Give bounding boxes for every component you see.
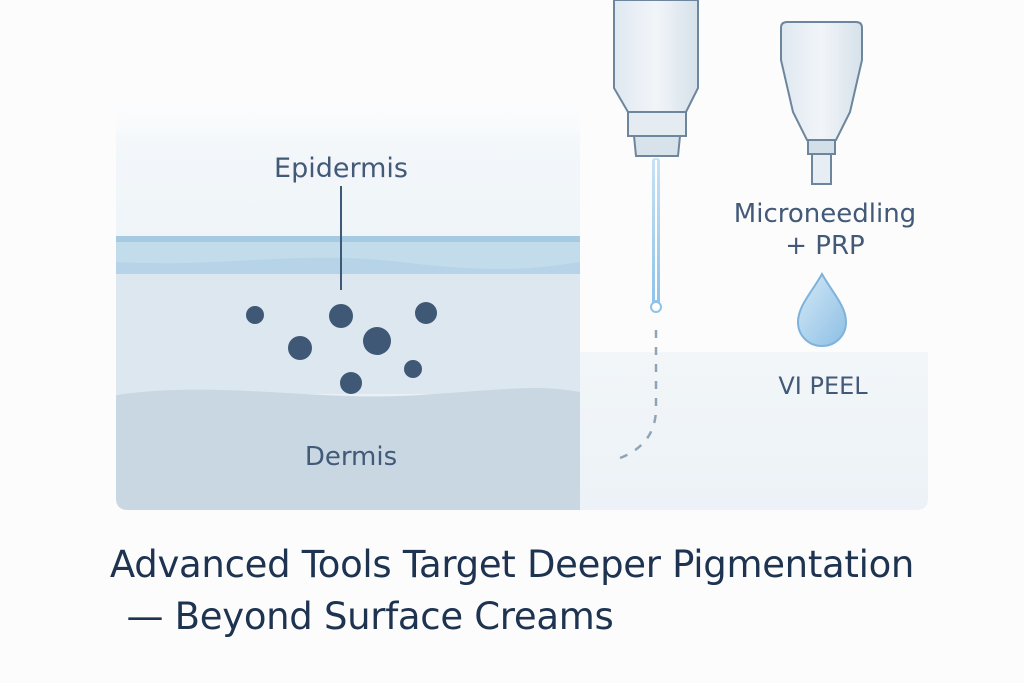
caption-line-1: Advanced Tools Target Deeper Pigmentatio…: [109, 543, 915, 586]
pigment-dot: [288, 336, 312, 360]
microneedling-device-icon: [780, 21, 863, 185]
microneedling-label: Microneedling: [734, 199, 916, 229]
laser-tip-glow: [650, 301, 662, 313]
epidermis-wave: [116, 257, 580, 276]
pigment-dot: [415, 302, 437, 324]
pigment-dot: [329, 304, 353, 328]
serum-droplet-icon: [796, 271, 848, 348]
peel-panel: [580, 352, 928, 510]
prp-label: + PRP: [785, 231, 864, 261]
pigment-dot: [340, 372, 362, 394]
peel-label: VI PEEL: [778, 372, 868, 400]
laser-device-icon: [613, 0, 699, 460]
dermis-label: Dermis: [305, 442, 397, 472]
epidermis-label: Epidermis: [274, 153, 408, 184]
pigment-dot: [246, 306, 264, 324]
pigment-dot: [363, 327, 391, 355]
pigment-cluster: [246, 302, 437, 394]
pigment-dot: [404, 360, 422, 378]
skin-cross-section: [116, 80, 580, 510]
epidermis-top-line: [116, 236, 580, 242]
dermis-lower: [116, 388, 580, 510]
caption-line-2: — Beyond Surface Creams: [126, 595, 614, 638]
laser-penetration-path: [619, 330, 658, 460]
